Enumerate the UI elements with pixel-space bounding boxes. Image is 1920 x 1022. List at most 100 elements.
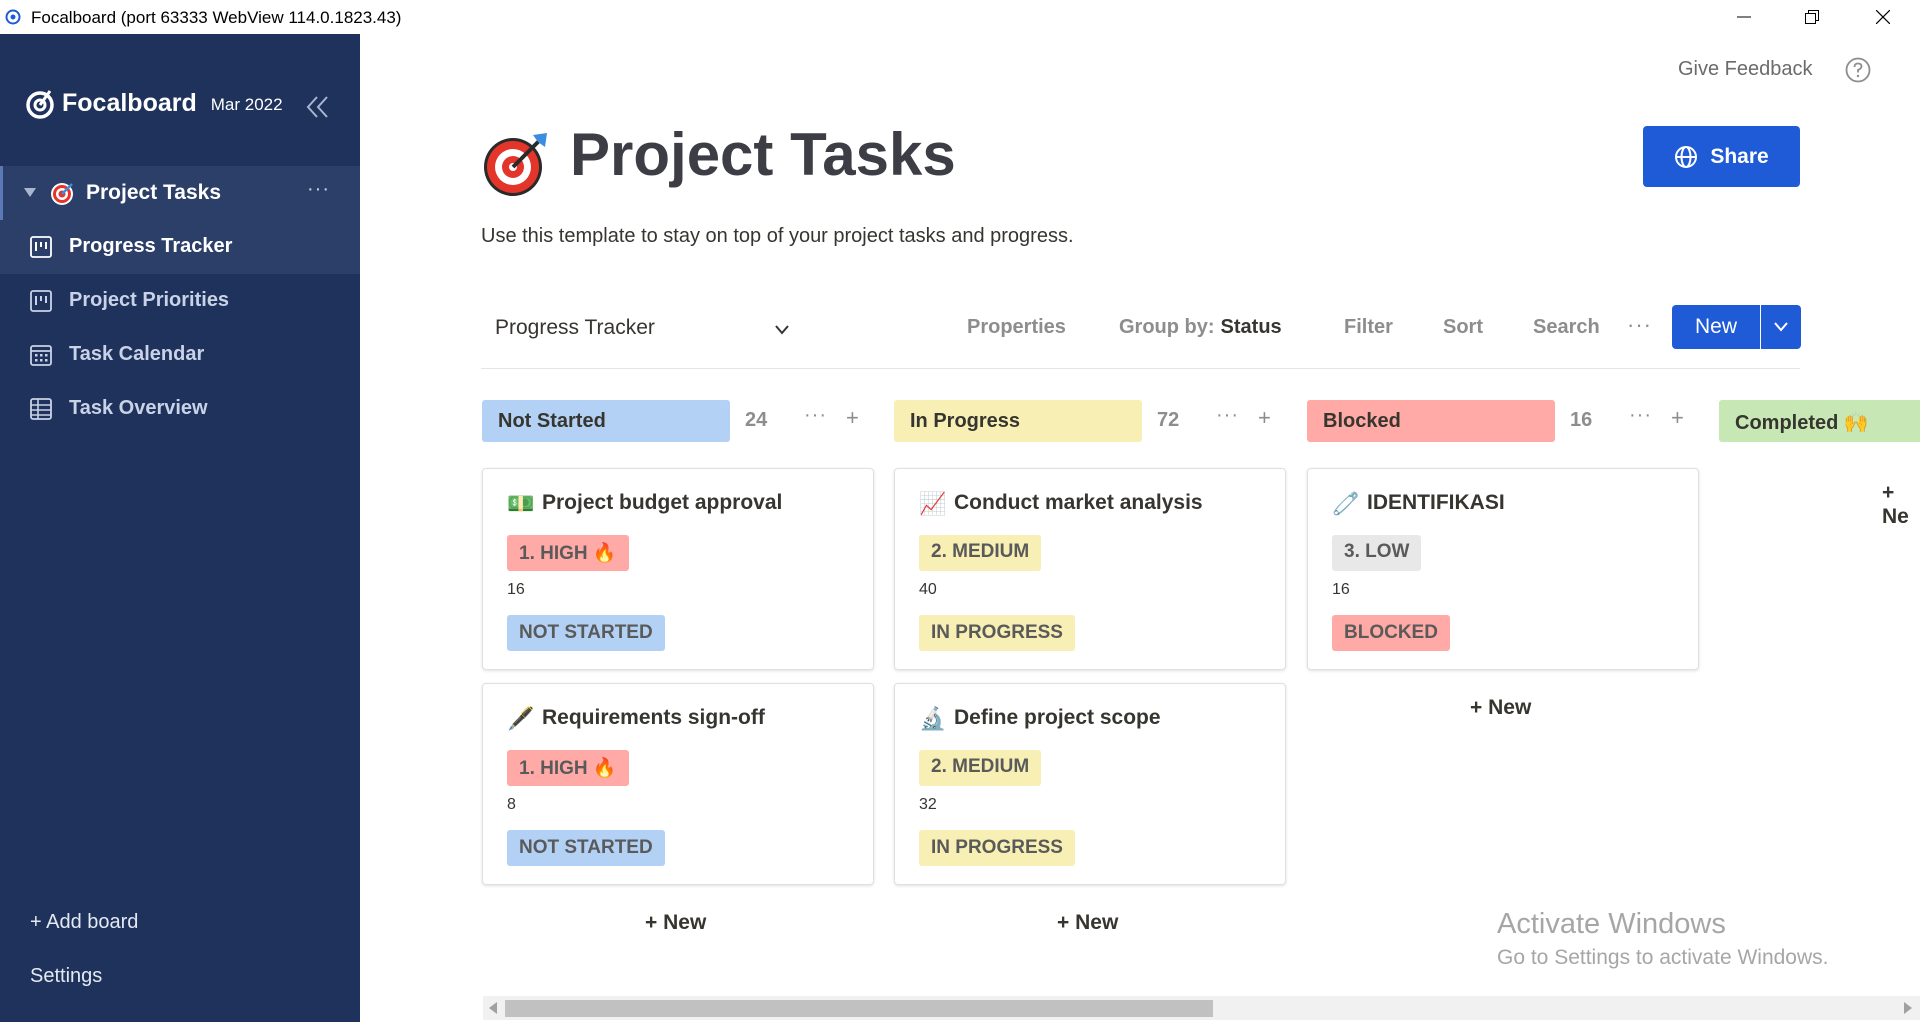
card[interactable]: 🧷 IDENTIFIKASI 3. LOW 16 BLOCKED [1307, 468, 1699, 670]
share-button[interactable]: Share [1643, 126, 1800, 187]
minimize-icon [1737, 16, 1751, 18]
help-icon[interactable] [1845, 57, 1871, 83]
card[interactable]: 🔬 Define project scope 2. MEDIUM 32 IN P… [894, 683, 1286, 885]
chart-increasing-icon: 📈 [919, 491, 947, 516]
card-estimate: 32 [919, 796, 937, 813]
window-title: Focalboard (port 63333 WebView 114.0.182… [31, 8, 402, 27]
column-label[interactable]: Completed 🙌 [1719, 400, 1920, 442]
caret-down-icon[interactable] [24, 188, 36, 198]
new-dropdown-button[interactable] [1761, 305, 1801, 349]
card-estimate: 16 [1332, 581, 1350, 598]
add-card-plus-icon[interactable]: + [1258, 405, 1271, 430]
safety-pin-icon: 🧷 [1332, 491, 1360, 516]
card-estimate: 8 [507, 796, 516, 813]
priority-badge: 2. MEDIUM [919, 750, 1042, 786]
card[interactable]: 🖋️ Requirements sign-off 1. HIGH 🔥 8 NOT… [482, 683, 874, 885]
column-options-icon[interactable]: ··· [1629, 404, 1652, 426]
group-by-value: Status [1220, 316, 1282, 338]
money-icon: 💵 [507, 491, 535, 516]
add-card-button[interactable]: + New [1057, 911, 1119, 934]
view-toolbar: Progress Tracker Properties Group by:Sta… [481, 305, 1801, 369]
double-chevron-left-icon [306, 96, 328, 118]
card-title: IDENTIFIKASI [1367, 491, 1505, 514]
group-by-button[interactable]: Group by:Status [1119, 316, 1282, 339]
card[interactable]: 📈 Conduct market analysis 2. MEDIUM 40 I… [894, 468, 1286, 670]
share-label: Share [1710, 144, 1769, 168]
sidebar-item-task-overview[interactable]: Task Overview [0, 382, 360, 436]
add-card-button[interactable]: + New [1470, 696, 1532, 719]
focalboard-app-icon [5, 9, 21, 25]
logo-text: Focalboard [62, 88, 197, 117]
status-badge: BLOCKED [1332, 615, 1450, 651]
settings-button[interactable]: Settings [30, 965, 103, 987]
card-title: Define project scope [954, 706, 1161, 729]
column-label[interactable]: Not Started [482, 400, 730, 442]
status-badge: IN PROGRESS [919, 615, 1075, 651]
board-options-icon[interactable]: ··· [307, 178, 330, 200]
column-options-icon[interactable]: ··· [1216, 404, 1239, 426]
chevron-down-icon [1774, 322, 1788, 332]
restore-button[interactable] [1784, 0, 1840, 34]
column-label[interactable]: Blocked [1307, 400, 1555, 442]
page-title[interactable]: Project Tasks [570, 121, 956, 188]
globe-icon [1675, 145, 1698, 168]
sidebar-item-label: Progress Tracker [69, 235, 233, 257]
view-options-icon[interactable]: ··· [1627, 312, 1652, 337]
sidebar-item-project-priorities[interactable]: Project Priorities [0, 274, 360, 328]
priority-badge: 3. LOW [1332, 535, 1422, 571]
priority-badge: 1. HIGH 🔥 [507, 535, 629, 571]
give-feedback-link[interactable]: Give Feedback [1678, 58, 1813, 80]
scrollbar-thumb[interactable] [505, 1000, 1213, 1017]
sidebar-board-project-tasks[interactable]: Project Tasks ··· [0, 166, 360, 220]
card-title: Conduct market analysis [954, 491, 1203, 514]
properties-button[interactable]: Properties [967, 316, 1066, 338]
card[interactable]: 💵 Project budget approval 1. HIGH 🔥 16 N… [482, 468, 874, 670]
table-view-icon [30, 398, 52, 420]
minimize-button[interactable] [1716, 0, 1772, 34]
close-window-button[interactable] [1855, 0, 1911, 34]
horizontal-scrollbar[interactable] [483, 996, 1920, 1020]
active-accent-bar [0, 166, 3, 220]
column-count: 16 [1570, 409, 1593, 431]
priority-badge: 2. MEDIUM [919, 535, 1042, 571]
group-by-label: Group by: [1119, 316, 1215, 338]
scroll-left-arrow-icon[interactable] [489, 1002, 497, 1014]
priority-badge: 1. HIGH 🔥 [507, 750, 629, 786]
sidebar-item-label: Task Calendar [69, 343, 205, 365]
filter-button[interactable]: Filter [1344, 316, 1393, 338]
board-emoji-icon[interactable] [483, 131, 549, 202]
column-header-completed: Completed 🙌 [1719, 400, 1920, 442]
add-card-plus-icon[interactable]: + [1671, 405, 1684, 430]
collapse-sidebar-button[interactable] [303, 92, 333, 122]
add-card-button[interactable]: + New [645, 911, 707, 934]
add-card-button[interactable]: + Ne [1882, 481, 1909, 528]
activate-windows-subtitle: Go to Settings to activate Windows. [1497, 946, 1829, 969]
sidebar-item-label: Task Overview [69, 397, 208, 419]
status-badge: NOT STARTED [507, 830, 665, 866]
pen-icon: 🖋️ [507, 706, 535, 731]
board-description[interactable]: Use this template to stay on top of your… [481, 225, 1074, 247]
card-estimate: 40 [919, 581, 937, 598]
sidebar-item-task-calendar[interactable]: Task Calendar [0, 328, 360, 382]
column-count: 72 [1157, 409, 1180, 431]
sidebar-item-progress-tracker[interactable]: Progress Tracker [0, 220, 360, 274]
status-badge: IN PROGRESS [919, 830, 1075, 866]
scroll-right-arrow-icon[interactable] [1904, 1002, 1912, 1014]
card-title: Requirements sign-off [542, 706, 765, 729]
column-options-icon[interactable]: ··· [804, 404, 827, 426]
column-count: 24 [745, 409, 768, 431]
new-card-button[interactable]: New [1672, 305, 1760, 349]
column-label[interactable]: In Progress [894, 400, 1142, 442]
calendar-view-icon [30, 345, 52, 366]
card-title: Project budget approval [542, 491, 783, 514]
sidebar: Focalboard Mar 2022 Project Tasks ··· Pr… [0, 34, 360, 1022]
chevron-down-icon[interactable] [775, 325, 789, 335]
version-date: Mar 2022 [210, 95, 283, 114]
view-selector[interactable]: Progress Tracker [495, 316, 655, 339]
add-card-plus-icon[interactable]: + [846, 405, 859, 430]
add-board-button[interactable]: + Add board [30, 911, 139, 933]
card-estimate: 16 [507, 581, 525, 598]
board-view-icon [30, 290, 52, 312]
sort-button[interactable]: Sort [1443, 316, 1483, 338]
search-button[interactable]: Search [1533, 316, 1600, 338]
